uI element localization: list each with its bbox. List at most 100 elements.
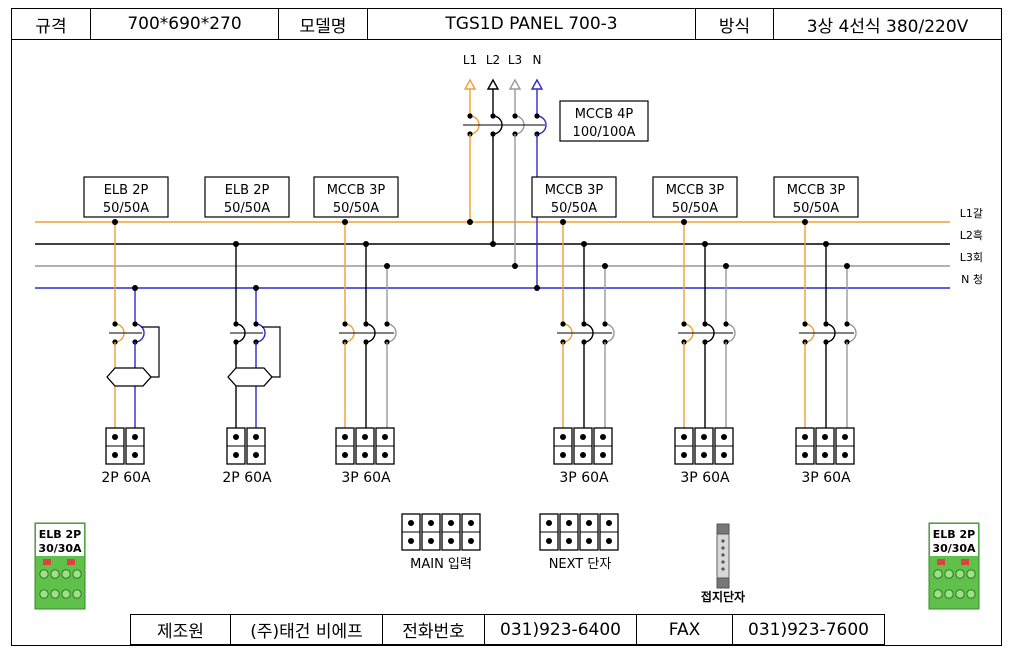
- branch-label-2-line-0: MCCB 3P: [327, 183, 386, 198]
- branch-1-terminal-block-screw-top-1: [253, 434, 259, 440]
- main-terminal-block-screw-top-1: [428, 520, 434, 526]
- branch-label-3: [531, 176, 617, 218]
- main-terminal-block-screw-top-0: [408, 520, 414, 526]
- branch-4-terminal-block-screw-top-2: [721, 434, 727, 440]
- next-terminal-block-screw-top-0: [546, 520, 552, 526]
- branch-2-pole-2: [386, 323, 397, 343]
- main-bus-tap-3: [534, 285, 540, 291]
- branch-5-bus-tap-2: [844, 263, 850, 269]
- side-elb-left-line1: ELB 2P: [39, 528, 81, 541]
- side-elb-left-test-btn-0: [43, 559, 51, 565]
- branch-5-pole-1-dot-top: [823, 321, 829, 327]
- branch-1-trip-wire: [262, 326, 281, 378]
- side-elb-left-label-plate: [36, 524, 84, 556]
- branch-label-4-line-0: MCCB 3P: [666, 183, 725, 198]
- branch-5-bus-tap-0: [802, 219, 808, 225]
- main-terminal-block-screw-top-3: [468, 520, 474, 526]
- main-phase-label-2: L3: [508, 53, 522, 67]
- main-terminal-block-screw-top-2: [448, 520, 454, 526]
- branch-label-2-line-1: 50/50A: [333, 201, 379, 216]
- side-elb-right-screw-0-1: [944, 569, 954, 579]
- branch-4-terminal-label: 3P 60A: [680, 470, 730, 486]
- branch-2-terminal-block-screw-bot-0: [342, 452, 348, 458]
- branch-label-2: [313, 176, 399, 218]
- branch-2-terminal-block-screw-bot-2: [382, 452, 388, 458]
- main-breaker-label: [559, 100, 649, 142]
- branch-4-pole-2-dot-top: [723, 321, 729, 327]
- branch-3-terminal-block-screw-top-0: [560, 434, 566, 440]
- main-terminal-label: MAIN 입력: [410, 557, 472, 572]
- system-value: 3상 4선식 380/220V: [773, 8, 1002, 40]
- branch-0-terminal-block-screw-top-1: [132, 434, 138, 440]
- side-elb-left-test-btn-1: [67, 559, 75, 565]
- ground-terminal-screw-2: [721, 553, 725, 557]
- branch-1-bus-tap-0: [233, 241, 239, 247]
- main-breaker-label-line-0: MCCB 4P: [575, 107, 634, 122]
- side-elb-left-screw-1-2: [61, 589, 71, 599]
- main-bus-tap-0: [467, 219, 473, 225]
- branch-4-terminal-block-screw-bot-2: [721, 452, 727, 458]
- main-breaker-pole-2-dot-top: [512, 113, 518, 119]
- main-terminal-block-screw-bot-1: [428, 538, 434, 544]
- main-phase-label-1: L2: [486, 53, 500, 67]
- branch-5-pole-0-dot-top: [802, 321, 808, 327]
- ground-terminal-screw-1: [721, 546, 725, 550]
- branch-3-bus-tap-2: [602, 263, 608, 269]
- side-elb-left-screw-0-0: [39, 569, 49, 579]
- branch-0-bus-tap-1: [132, 285, 138, 291]
- ground-terminal-label: 접지단자: [701, 589, 745, 604]
- branch-label-1-line-0: ELB 2P: [225, 183, 270, 198]
- ground-terminal-cap-bottom: [716, 577, 730, 589]
- side-elb-right-screw-1-0: [933, 589, 943, 599]
- side-elb-right-line2: 30/30A: [932, 542, 976, 555]
- branch-label-4-line-1: 50/50A: [672, 201, 718, 216]
- branch-2-pole-0-dot-top: [342, 321, 348, 327]
- branch-1-terminal-block-screw-top-0: [233, 434, 239, 440]
- main-breaker-pole-0-dot-top: [467, 113, 473, 119]
- branch-3-pole-2-dot-top: [602, 321, 608, 327]
- branch-4-pole-0-dot-top: [681, 321, 687, 327]
- branch-4-bus-tap-1: [702, 241, 708, 247]
- next-terminal-block-screw-top-1: [566, 520, 572, 526]
- branch-1-terminal-block-screw-bot-1: [253, 452, 259, 458]
- branch-3-terminal-block-screw-top-2: [600, 434, 606, 440]
- next-terminal-block-screw-top-2: [586, 520, 592, 526]
- bus-label-2: L3회: [960, 251, 983, 264]
- branch-label-3-line-0: MCCB 3P: [545, 183, 604, 198]
- branch-4-bus-tap-0: [681, 219, 687, 225]
- branch-2-pole-1-dot-top: [363, 321, 369, 327]
- bus-label-3: N 청: [961, 273, 983, 286]
- side-elb-left-screw-1-1: [50, 589, 60, 599]
- branch-0-terminal-block-screw-bot-0: [112, 452, 118, 458]
- branch-3-bus-tap-0: [560, 219, 566, 225]
- branch-label-3-line-1: 50/50A: [551, 201, 597, 216]
- branch-4-terminal-block-screw-bot-0: [681, 452, 687, 458]
- branch-5-terminal-block-screw-bot-1: [822, 452, 828, 458]
- branch-5-terminal-block-screw-top-0: [802, 434, 808, 440]
- main-breaker-label-line-1: 100/100A: [573, 125, 636, 140]
- branch-3-pole-0-dot-top: [560, 321, 566, 327]
- ground-terminal-screw-0: [721, 539, 725, 543]
- branch-0-zct-icon: [106, 367, 152, 387]
- branch-1-terminal-label: 2P 60A: [222, 470, 272, 486]
- branch-3-pole-1-dot-top: [581, 321, 587, 327]
- branch-1-pole-1: [255, 323, 266, 343]
- ground-terminal-screw-4: [721, 567, 725, 571]
- branch-1-pole-1-dot-top: [253, 321, 259, 327]
- branch-2-terminal-label: 3P 60A: [341, 470, 391, 486]
- branch-label-5: [773, 176, 859, 218]
- main-input-arrow-0: [463, 78, 477, 90]
- branch-0-pole-1: [134, 323, 145, 343]
- side-elb-right-screw-0-0: [933, 569, 943, 579]
- branch-5-pole-2-dot-top: [844, 321, 850, 327]
- branch-5-terminal-label: 3P 60A: [801, 470, 851, 486]
- branch-3-terminal-label: 3P 60A: [559, 470, 609, 486]
- main-input-arrow-1: [486, 78, 500, 90]
- main-breaker-pole-1-dot-top: [490, 113, 496, 119]
- side-elb-left-screw-0-2: [61, 569, 71, 579]
- side-elb-right-test-btn-0: [937, 559, 945, 565]
- branch-4-bus-tap-2: [723, 263, 729, 269]
- main-terminal-block-screw-bot-3: [468, 538, 474, 544]
- next-terminal-label: NEXT 단자: [549, 557, 612, 572]
- main-bus-tap-1: [490, 241, 496, 247]
